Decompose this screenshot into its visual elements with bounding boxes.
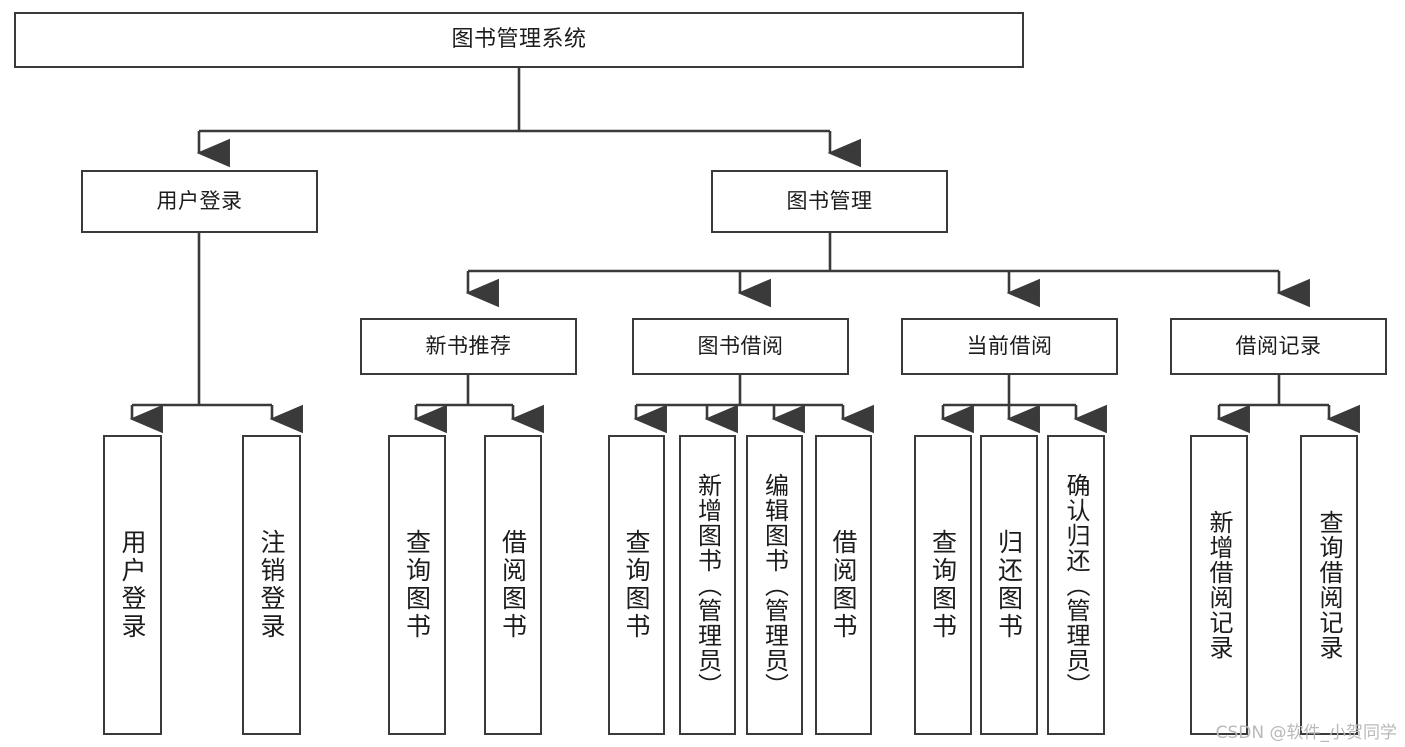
node-book-manage[interactable]: 图书管理 — [711, 170, 948, 233]
node-label: 查询图书 — [928, 529, 958, 641]
node-label: 用户登录 — [118, 529, 147, 641]
leaf-logout-login[interactable]: 注销登录 — [242, 435, 301, 735]
node-label: 查询图书 — [622, 529, 651, 641]
node-label: 图书管理 — [786, 189, 873, 214]
node-label: 新书推荐 — [425, 334, 512, 359]
leaf-query-book-2[interactable]: 查询图书 — [608, 435, 665, 735]
node-label: 图书借阅 — [697, 334, 784, 359]
node-root-book-management-system[interactable]: 图书管理系统 — [14, 12, 1024, 68]
node-new-book-recommend[interactable]: 新书推荐 — [360, 318, 577, 375]
leaf-user-login[interactable]: 用户登录 — [103, 435, 162, 735]
leaf-query-book-3[interactable]: 查询图书 — [914, 435, 972, 735]
node-current-borrow[interactable]: 当前借阅 — [901, 318, 1118, 375]
leaf-confirm-return[interactable]: 确认归还（管理员） — [1047, 435, 1105, 735]
leaf-edit-book[interactable]: 编辑图书（管理员） — [746, 435, 803, 735]
leaf-borrow-book-1[interactable]: 借阅图书 — [484, 435, 542, 735]
node-label: 编辑图书（管理员） — [760, 472, 789, 698]
node-label: 借阅图书 — [829, 529, 858, 641]
leaf-query-record[interactable]: 查询借阅记录 — [1300, 435, 1358, 735]
node-label: 新增借阅记录 — [1205, 510, 1233, 660]
leaf-borrow-book-2[interactable]: 借阅图书 — [815, 435, 872, 735]
node-label: 查询借阅记录 — [1315, 510, 1343, 660]
node-label: 查询图书 — [402, 529, 432, 641]
watermark: CSDN @软件_小贺同学 — [1215, 723, 1397, 743]
node-label: 新增图书（管理员） — [693, 472, 722, 698]
node-book-borrow[interactable]: 图书借阅 — [632, 318, 849, 375]
node-label: 借阅图书 — [498, 529, 528, 641]
leaf-add-record[interactable]: 新增借阅记录 — [1190, 435, 1248, 735]
leaf-add-book[interactable]: 新增图书（管理员） — [679, 435, 736, 735]
node-label: 归还图书 — [994, 529, 1024, 641]
node-user-login[interactable]: 用户登录 — [81, 170, 318, 233]
node-label: 注销登录 — [257, 529, 286, 641]
node-label: 图书管理系统 — [451, 27, 587, 53]
node-label: 用户登录 — [156, 189, 243, 214]
leaf-return-book[interactable]: 归还图书 — [980, 435, 1038, 735]
node-label: 确认归还（管理员） — [1062, 472, 1090, 698]
node-borrow-record[interactable]: 借阅记录 — [1170, 318, 1387, 375]
leaf-query-book-1[interactable]: 查询图书 — [388, 435, 446, 735]
node-label: 当前借阅 — [966, 334, 1053, 359]
node-label: 借阅记录 — [1235, 334, 1322, 359]
